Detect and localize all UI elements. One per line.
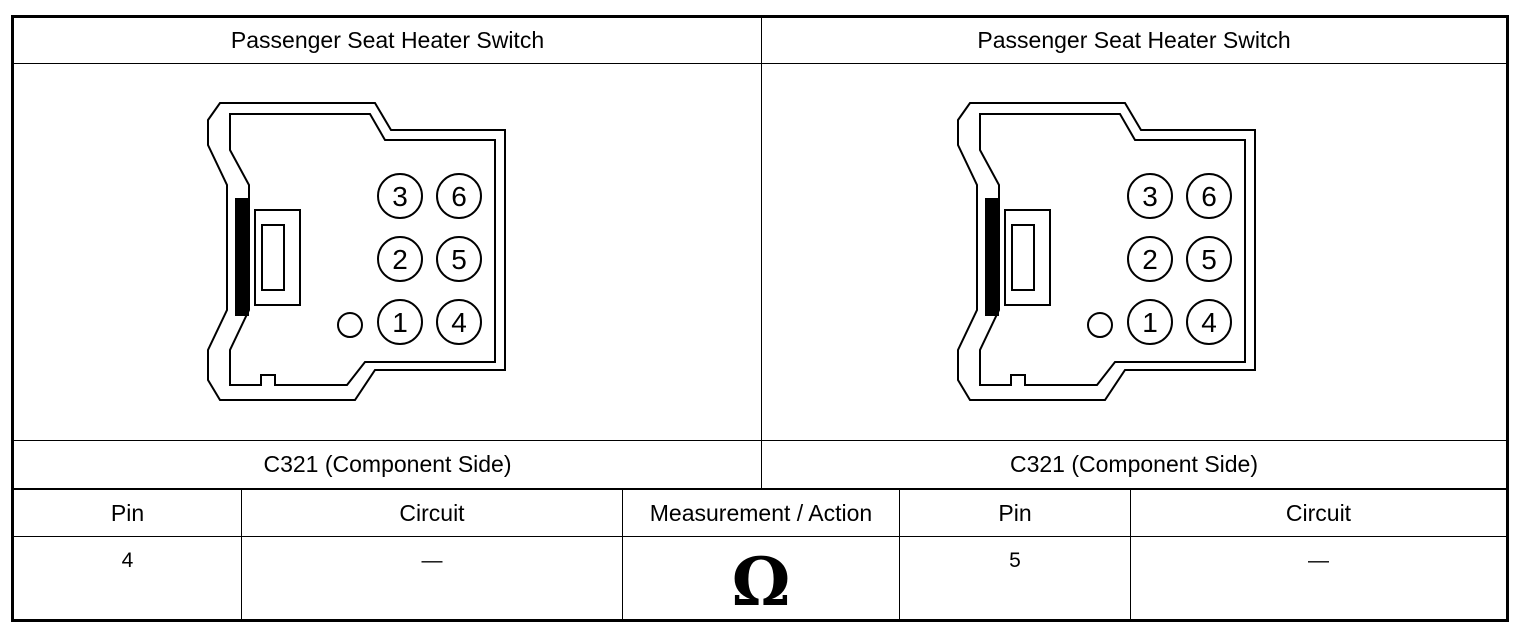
right-connector-title: Passenger Seat Heater Switch: [977, 27, 1291, 53]
pin-1-circle: [377, 299, 423, 345]
pin-5-label: 5: [451, 244, 467, 275]
pin-4-circle: [1186, 299, 1232, 345]
latch-outer: [254, 209, 301, 306]
pin-5-label: 5: [1201, 244, 1217, 275]
header-circuit-a: Circuit: [399, 499, 465, 526]
pin-6-label: 6: [451, 181, 467, 212]
divider-col-4: [1130, 489, 1131, 622]
pin-6-circle: [1186, 173, 1232, 219]
latch-inner: [1011, 224, 1035, 291]
pin-2-circle: [1127, 236, 1173, 282]
header-circuit-b: Circuit: [1285, 499, 1352, 526]
divider-header: [11, 63, 1509, 64]
right-connector-caption: C321 (Component Side): [1009, 451, 1259, 477]
pin-3-circle: [1127, 173, 1173, 219]
pin-3-label: 3: [1142, 181, 1158, 212]
pin-4-label: 4: [1201, 307, 1217, 338]
pin-1-label: 1: [1142, 307, 1158, 338]
pin-1-circle: [1127, 299, 1173, 345]
pin-6-label: 6: [1201, 181, 1217, 212]
latch-outer: [1004, 209, 1051, 306]
polarizing-key: [985, 198, 999, 316]
left-connector-title: Passenger Seat Heater Switch: [230, 27, 545, 53]
alignment-hole: [337, 312, 363, 338]
row-pin-a: 4: [121, 549, 134, 572]
row-circuit-a: —: [421, 549, 443, 572]
divider-col-3: [899, 489, 900, 622]
header-measurement: Measurement / Action: [649, 499, 873, 526]
diagram-table-frame: [11, 15, 1509, 622]
polarizing-key: [235, 198, 249, 316]
divider-table-header: [11, 536, 1509, 537]
pin-5-circle: [436, 236, 482, 282]
pin-6-circle: [436, 173, 482, 219]
pin-5-circle: [1186, 236, 1232, 282]
pin-4-label: 4: [451, 307, 467, 338]
pin-3-circle: [377, 173, 423, 219]
connector-outer-outline: [957, 102, 1256, 401]
left-connector-caption: C321 (Component Side): [263, 451, 512, 477]
ohm-symbol: Ω: [731, 543, 791, 621]
divider-diagram-bottom: [11, 440, 1509, 441]
pin-2-label: 2: [1142, 244, 1158, 275]
divider-col-1: [241, 489, 242, 622]
divider-caption-bottom: [11, 488, 1509, 490]
alignment-hole: [1087, 312, 1113, 338]
row-pin-b: 5: [1009, 549, 1021, 572]
row-circuit-b: —: [1308, 549, 1329, 572]
left-connector-diagram: 3 6 2 5 1 4: [207, 102, 506, 401]
connector-outer-outline: [207, 102, 506, 401]
divider-col-2: [622, 489, 623, 622]
header-pin-a: Pin: [110, 499, 145, 526]
pin-4-circle: [436, 299, 482, 345]
latch-inner: [261, 224, 285, 291]
pin-2-circle: [377, 236, 423, 282]
right-connector-diagram: 3 6 2 5 1 4: [957, 102, 1256, 401]
header-pin-b: Pin: [998, 499, 1032, 526]
pin-1-label: 1: [392, 307, 408, 338]
pin-2-label: 2: [392, 244, 408, 275]
pin-3-label: 3: [392, 181, 408, 212]
divider-center: [761, 15, 762, 489]
